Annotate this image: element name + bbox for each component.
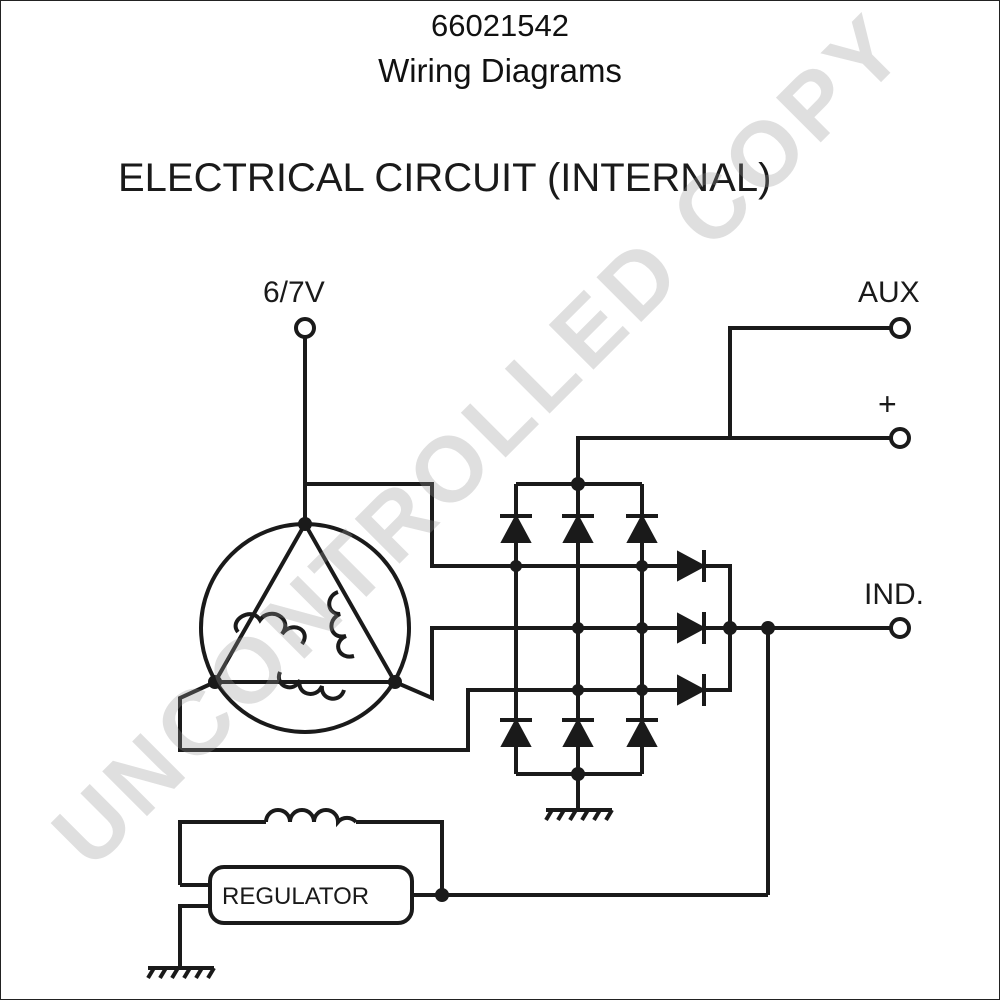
field-wire-right: [356, 820, 444, 895]
bridge-node: [636, 684, 648, 696]
phase-terminal: [294, 317, 316, 339]
phase-node-top: [298, 517, 312, 531]
stator-winding-3: [276, 671, 346, 701]
delta-winding: [211, 519, 399, 684]
phase-terminal-label: 6/7V: [263, 276, 325, 309]
bridge-node: [572, 684, 584, 696]
exciter-diode-1: [677, 550, 707, 582]
bridge-node: [636, 622, 648, 634]
aux-wire: [728, 326, 890, 438]
exciter-diode-3: [677, 674, 707, 706]
lower-diode-2: [562, 717, 594, 747]
lower-diode-1: [500, 717, 532, 747]
regulator-ground-wire: [178, 904, 210, 966]
phase-b-wire: [394, 626, 516, 702]
stator-winding-1: [233, 611, 307, 646]
positive-terminal: [889, 427, 911, 449]
exciter-diode-2: [677, 612, 707, 644]
part-number: 66021542: [431, 8, 569, 43]
upper-diode-3: [626, 513, 658, 543]
aux-terminal-label: AUX: [858, 276, 920, 309]
regulator-node: [435, 888, 449, 902]
phase-a-wire: [305, 482, 516, 568]
bridge-node: [510, 560, 522, 572]
page-title: Wiring Diagrams: [378, 52, 622, 89]
regulator-label: REGULATOR: [222, 883, 369, 910]
bridge-node: [636, 560, 648, 572]
upper-diode-2: [562, 513, 594, 543]
stator-circle: [199, 522, 411, 734]
ind-terminal: [889, 617, 911, 639]
phase-c-wire: [178, 680, 516, 752]
positive-terminal-label: +: [878, 386, 897, 422]
field-coil: [264, 808, 358, 828]
field-wire-left: [178, 820, 266, 885]
positive-output-wire: [576, 436, 890, 484]
exciter-node: [723, 621, 737, 635]
upper-diode-1: [500, 513, 532, 543]
bridge-node: [572, 622, 584, 634]
circuit-title: ELECTRICAL CIRCUIT (INTERNAL): [118, 156, 772, 200]
regulator-ground-symbol: [146, 966, 216, 980]
stator-winding-2: [327, 590, 355, 659]
aux-terminal: [889, 317, 911, 339]
bridge-ground-symbol: [544, 808, 614, 822]
lower-diode-3: [626, 717, 658, 747]
ind-terminal-label: IND.: [864, 578, 924, 611]
